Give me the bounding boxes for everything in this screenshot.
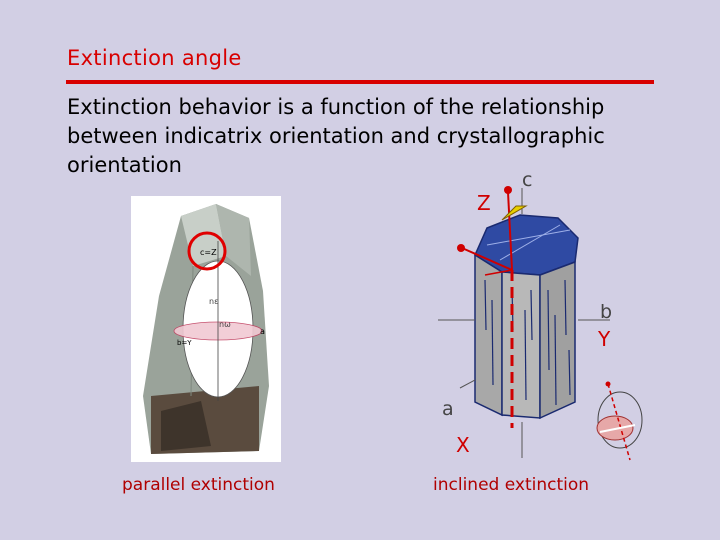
label-a: a	[260, 327, 265, 336]
label-a-axis: a	[442, 398, 454, 420]
extinction-angle-marker	[501, 205, 528, 221]
label-y: Y	[597, 327, 611, 351]
label-n-omega: nω	[219, 320, 231, 329]
caption-inclined-extinction: inclined extinction	[433, 475, 590, 495]
slide-title: Extinction angle	[67, 46, 242, 70]
label-n-epsilon: nε	[209, 297, 218, 306]
label-b: b	[600, 301, 612, 323]
label-z: Z	[477, 191, 491, 215]
axes-lines	[438, 188, 610, 458]
title-underline	[66, 80, 654, 84]
small-indicatrix	[596, 381, 643, 461]
inclined-extinction-diagram: c Z b Y a X	[438, 170, 643, 461]
label-c-z: c=Z	[200, 248, 217, 257]
z-optic-direction	[507, 191, 513, 271]
c-axis-highlight	[187, 231, 227, 271]
slide-body-text: Extinction behavior is a function of the…	[67, 95, 605, 177]
prism	[474, 214, 579, 420]
label-b-y: b=Y	[177, 339, 192, 347]
label-x: X	[456, 433, 470, 457]
quartz-crystal-figure: c=Z nε nω b=Y a	[131, 196, 281, 462]
label-c: c	[522, 170, 532, 191]
caption-parallel-extinction: parallel extinction	[122, 475, 275, 495]
